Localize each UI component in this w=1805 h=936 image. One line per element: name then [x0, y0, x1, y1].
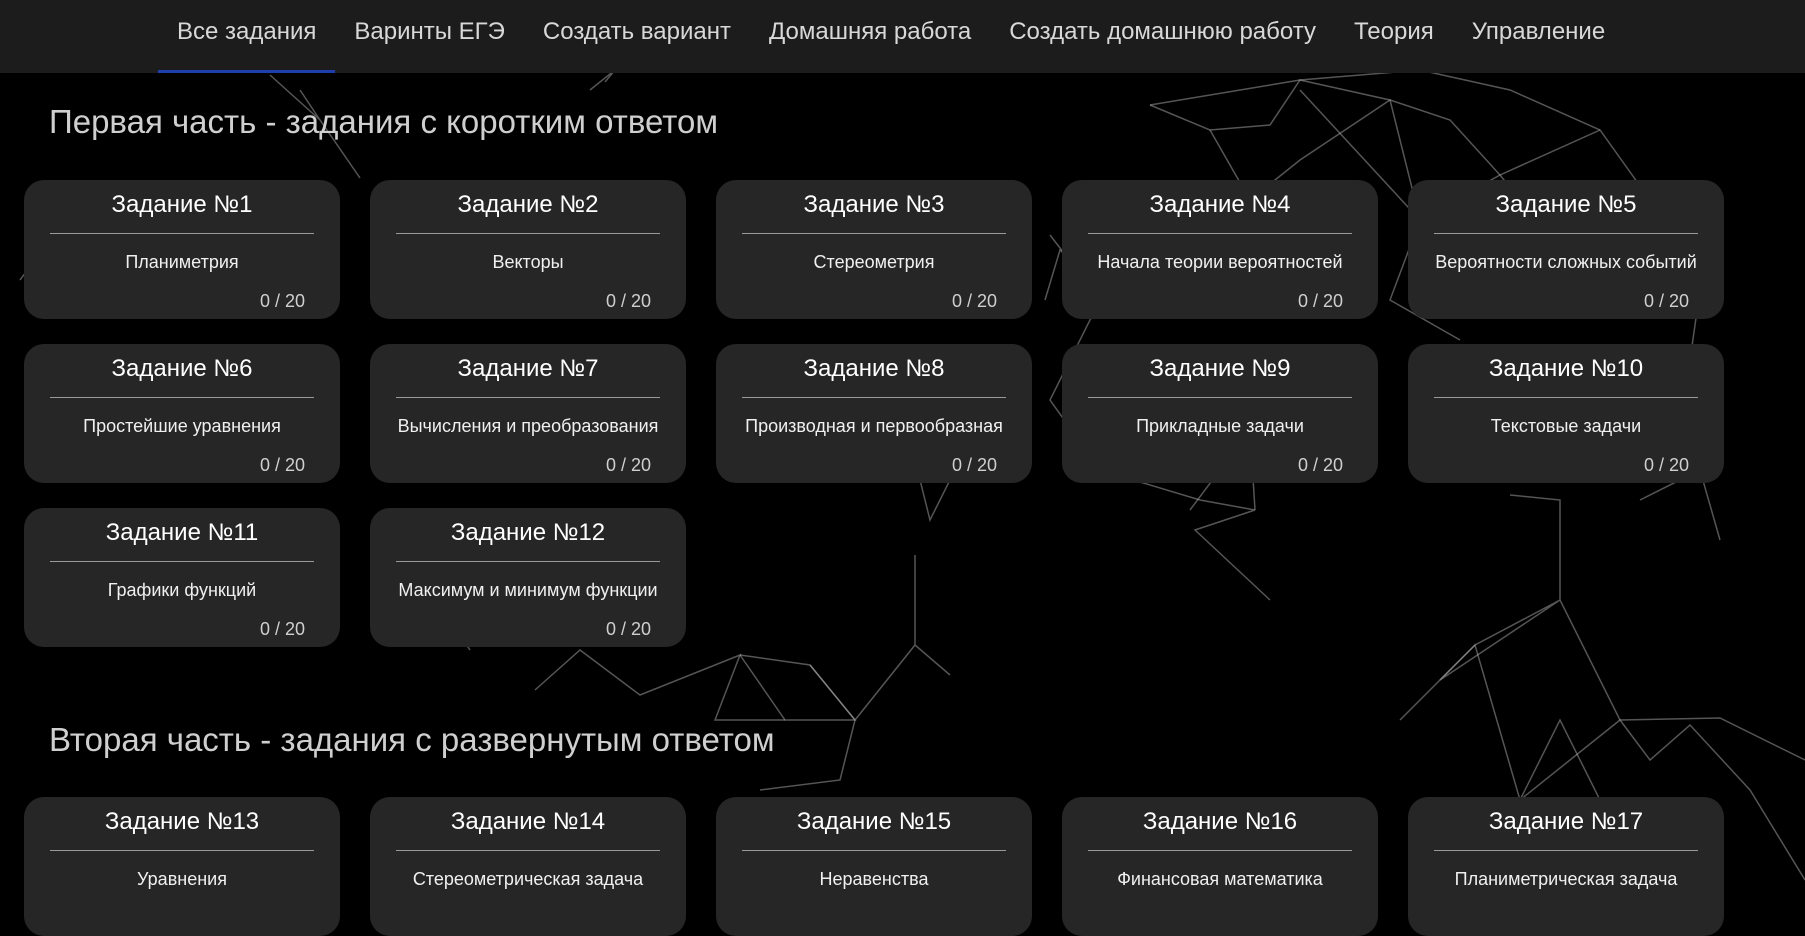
task-card-progress: 0 / 20	[605, 291, 651, 311]
task-card-progress: 0 / 20	[259, 455, 305, 475]
task-card-15[interactable]: Задание №15 Неравенства	[716, 797, 1032, 936]
card-divider	[50, 233, 314, 234]
card-divider	[1088, 233, 1352, 234]
task-card-3[interactable]: Задание №3 Стереометрия 0 / 20	[716, 180, 1032, 319]
card-divider	[50, 561, 314, 562]
task-card-topic: Вероятности сложных событий	[1435, 252, 1697, 272]
task-card-progress: 0 / 20	[1643, 455, 1689, 475]
card-divider	[396, 561, 660, 562]
card-divider	[1088, 850, 1352, 851]
task-card-progress: 0 / 20	[259, 291, 305, 311]
section-title-part1: Первая часть - задания с коротким ответо…	[49, 103, 719, 140]
task-card-5[interactable]: Задание №5 Вероятности сложных событий 0…	[1408, 180, 1724, 319]
task-card-1[interactable]: Задание №1 Планиметрия 0 / 20	[24, 180, 340, 319]
task-card-title: Задание №5	[1495, 191, 1637, 218]
card-divider	[742, 850, 1006, 851]
nav-create-variant[interactable]: Создать вариант	[542, 18, 731, 45]
task-card-topic: Начала теории вероятностей	[1097, 252, 1343, 272]
card-divider	[50, 850, 314, 851]
task-card-9[interactable]: Задание №9 Прикладные задачи 0 / 20	[1062, 344, 1378, 483]
task-card-progress: 0 / 20	[605, 455, 651, 475]
task-card-title: Задание №9	[1149, 355, 1291, 382]
task-card-progress: 0 / 20	[951, 455, 997, 475]
task-card-title: Задание №10	[1488, 355, 1644, 382]
task-card-topic: Векторы	[492, 252, 564, 272]
task-card-title: Задание №13	[104, 808, 260, 835]
card-divider	[1434, 850, 1698, 851]
task-card-7[interactable]: Задание №7 Вычисления и преобразования 0…	[370, 344, 686, 483]
task-card-topic: Текстовые задачи	[1490, 416, 1642, 436]
task-card-title: Задание №16	[1142, 808, 1298, 835]
task-card-progress: 0 / 20	[259, 619, 305, 639]
task-card-title: Задание №14	[450, 808, 606, 835]
card-divider	[1088, 397, 1352, 398]
nav-create-homework[interactable]: Создать домашнюю работу	[1009, 18, 1316, 45]
task-card-topic: Максимум и минимум функции	[398, 580, 658, 600]
card-divider	[742, 233, 1006, 234]
card-divider	[396, 233, 660, 234]
task-card-4[interactable]: Задание №4 Начала теории вероятностей 0 …	[1062, 180, 1378, 319]
task-card-title: Задание №2	[457, 191, 599, 218]
card-divider	[1434, 233, 1698, 234]
task-card-14[interactable]: Задание №14 Стереометрическая задача	[370, 797, 686, 936]
section-title-part2: Вторая часть - задания с развернутым отв…	[49, 721, 775, 758]
task-card-topic: Прикладные задачи	[1136, 416, 1304, 436]
task-card-title: Задание №4	[1149, 191, 1291, 218]
card-divider	[742, 397, 1006, 398]
task-card-title: Задание №8	[803, 355, 945, 382]
task-card-topic: Уравнения	[137, 869, 227, 889]
task-card-10[interactable]: Задание №10 Текстовые задачи 0 / 20	[1408, 344, 1724, 483]
task-card-topic: Стереометрическая задача	[412, 869, 644, 889]
top-navigation: Все задания Варинты ЕГЭ Создать вариант …	[0, 0, 1805, 73]
task-card-progress: 0 / 20	[1297, 455, 1343, 475]
task-card-6[interactable]: Задание №6 Простейшие уравнения 0 / 20	[24, 344, 340, 483]
task-card-topic: Простейшие уравнения	[83, 416, 281, 436]
task-card-topic: Планиметрическая задача	[1454, 869, 1678, 889]
nav-theory[interactable]: Теория	[1353, 18, 1434, 45]
task-card-title: Задание №3	[803, 191, 945, 218]
task-card-title: Задание №6	[111, 355, 253, 382]
task-card-title: Задание №15	[796, 808, 952, 835]
task-card-title: Задание №11	[105, 519, 259, 546]
task-card-17[interactable]: Задание №17 Планиметрическая задача	[1408, 797, 1724, 936]
task-card-progress: 0 / 20	[1297, 291, 1343, 311]
task-card-title: Задание №1	[111, 191, 253, 218]
task-card-progress: 0 / 20	[605, 619, 651, 639]
task-card-8[interactable]: Задание №8 Производная и первообразная 0…	[716, 344, 1032, 483]
task-card-topic: Производная и первообразная	[745, 416, 1003, 436]
task-card-topic: Графики функций	[107, 580, 257, 600]
nav-ege-variants[interactable]: Варинты ЕГЭ	[354, 18, 505, 45]
nav-management[interactable]: Управление	[1471, 18, 1606, 45]
task-card-16[interactable]: Задание №16 Финансовая математика	[1062, 797, 1378, 936]
nav-homework[interactable]: Домашняя работа	[768, 18, 972, 45]
task-card-progress: 0 / 20	[1643, 291, 1689, 311]
task-card-title: Задание №12	[450, 519, 606, 546]
part2-task-grid: Задание №13 Уравнения Задание №14 Стерео…	[24, 797, 1724, 936]
card-divider	[396, 850, 660, 851]
card-divider	[1434, 397, 1698, 398]
task-card-title: Задание №7	[457, 355, 599, 382]
task-card-topic: Неравенства	[819, 869, 929, 889]
card-divider	[396, 397, 660, 398]
task-card-topic: Стереометрия	[813, 252, 935, 272]
task-card-topic: Планиметрия	[125, 252, 239, 272]
task-card-title: Задание №17	[1488, 808, 1644, 835]
task-card-2[interactable]: Задание №2 Векторы 0 / 20	[370, 180, 686, 319]
part1-task-grid: Задание №1 Планиметрия 0 / 20 Задание №2…	[24, 180, 1724, 647]
nav-all-tasks[interactable]: Все задания	[158, 0, 336, 73]
task-card-progress: 0 / 20	[951, 291, 997, 311]
task-card-topic: Финансовая математика	[1117, 869, 1323, 889]
task-card-13[interactable]: Задание №13 Уравнения	[24, 797, 340, 936]
task-card-11[interactable]: Задание №11 Графики функций 0 / 20	[24, 508, 340, 647]
task-card-topic: Вычисления и преобразования	[397, 416, 659, 436]
card-divider	[50, 397, 314, 398]
task-card-12[interactable]: Задание №12 Максимум и минимум функции 0…	[370, 508, 686, 647]
